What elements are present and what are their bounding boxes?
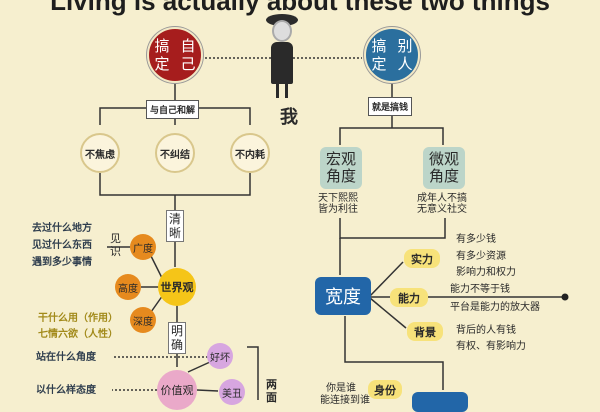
depth-circle: 深度 <box>130 307 156 333</box>
breadth-circle: 广度 <box>130 234 156 260</box>
micro-line2: 角度 <box>428 167 459 185</box>
attitude-note: 以什么样态度 <box>36 385 96 396</box>
breadth-note-1: 去过什么地方 <box>32 223 92 234</box>
micro-line1: 微观 <box>428 150 459 168</box>
definite-tag: 明确 <box>168 322 186 354</box>
ability-note-2: 平台是能力的放大器 <box>450 302 540 313</box>
make-money-tag: 就是搞钱 <box>368 97 413 116</box>
strength-pill: 实力 <box>404 249 440 268</box>
macro-note-1: 天下熙熙 <box>318 193 358 204</box>
identity-pill: 身份 <box>368 380 402 399</box>
me-label: 我 <box>280 107 298 128</box>
ability-note-1: 能力不等于钱 <box>450 284 510 295</box>
manage-others-line2: 别人 <box>397 37 413 73</box>
manage-self-circle: 搞定自己 <box>147 27 203 83</box>
good-bad-circle: 好坏 <box>207 343 233 369</box>
beauty-ugly-circle: 美丑 <box>219 379 245 405</box>
manage-self-line2: 自己 <box>180 37 196 73</box>
strength-note-2: 有多少资源 <box>456 251 506 262</box>
background-note-1: 背后的人有钱 <box>456 325 516 336</box>
no-exhaustion-circle: 不内耗 <box>230 133 270 173</box>
macro-line1: 宏观 <box>325 150 356 168</box>
angle-note: 站在什么角度 <box>36 352 96 363</box>
no-tangle-circle: 不纠结 <box>155 133 195 173</box>
no-anxiety-circle: 不焦虑 <box>80 133 120 173</box>
values-circle: 价值观 <box>157 370 197 410</box>
insight-label: 见识 <box>110 232 121 258</box>
micro-angle-box: 微观角度 <box>423 147 465 189</box>
depth-note-2: 七情六欲（人性） <box>38 329 118 340</box>
manage-others-line1: 搞定 <box>371 37 387 73</box>
depth-note-1: 干什么用（作用） <box>38 313 118 324</box>
breadth-note-3: 遇到多少事情 <box>32 257 92 268</box>
breadth-note-2: 见过什么东西 <box>32 240 92 251</box>
identity-note-1: 你是谁 <box>326 383 356 394</box>
two-sides-label: 两面 <box>266 378 277 404</box>
clear-tag: 清晰 <box>166 210 184 242</box>
macro-line2: 角度 <box>325 167 356 185</box>
manage-self-line1: 搞定 <box>154 37 170 73</box>
identity-note-2: 能连接到谁 <box>320 395 370 406</box>
background-note-2: 有权、有影响力 <box>456 341 526 352</box>
macro-angle-box: 宏观角度 <box>320 147 362 189</box>
bottom-blue-box <box>412 392 468 412</box>
macro-note-2: 皆为利往 <box>318 204 358 215</box>
ability-pill: 能力 <box>390 288 428 307</box>
old-lady-illustration <box>262 8 302 100</box>
strength-note-3: 影响力和权力 <box>456 267 516 278</box>
micro-note-1: 成年人不搞 <box>417 193 467 204</box>
micro-note-2: 无意义社交 <box>417 204 467 215</box>
width-box: 宽度 <box>315 277 371 315</box>
background-pill: 背景 <box>407 322 443 341</box>
manage-others-circle: 搞定别人 <box>364 27 420 83</box>
height-circle: 高度 <box>115 274 141 300</box>
worldview-circle: 世界观 <box>158 268 196 306</box>
page-title: Living is actually about these two thing… <box>50 0 550 16</box>
reconcile-self-tag: 与自己和解 <box>146 100 200 119</box>
strength-note-1: 有多少钱 <box>456 234 496 245</box>
